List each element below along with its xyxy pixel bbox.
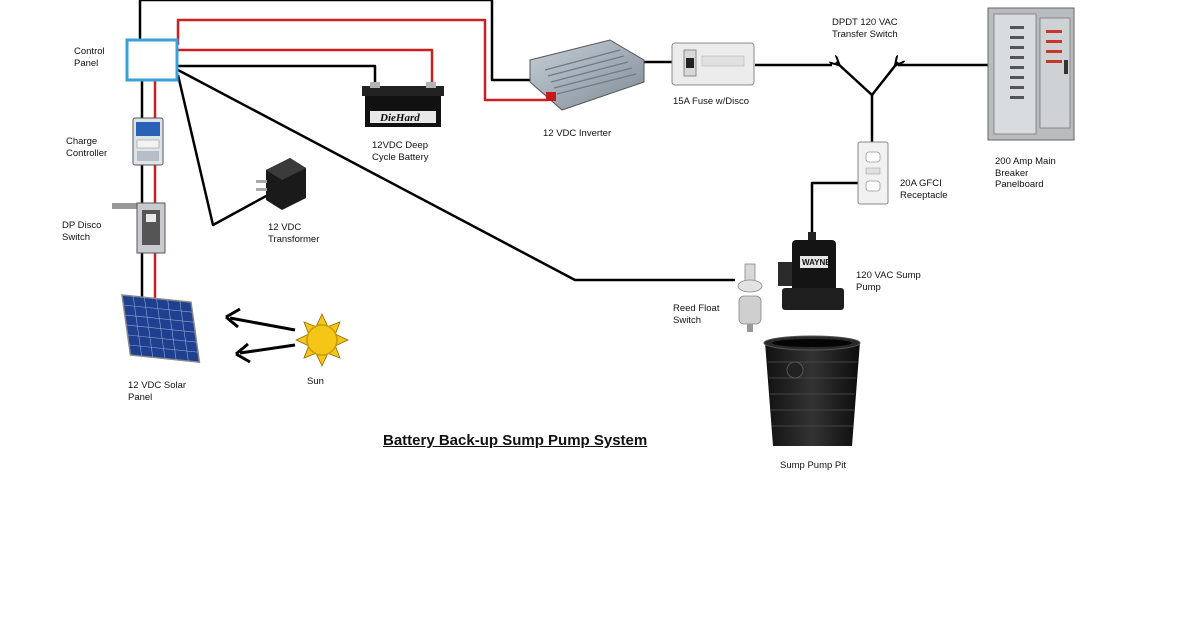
wire-gfci-pump bbox=[810, 181, 862, 235]
panelboard-graphic bbox=[987, 7, 1075, 141]
wire-red-inverter bbox=[176, 18, 548, 102]
float-switch-graphic bbox=[737, 263, 763, 332]
fuse-graphic bbox=[671, 42, 755, 86]
label-panelboard: 200 Amp Main Breaker Panelboard bbox=[995, 156, 1056, 190]
wire-ts-left bbox=[836, 62, 873, 96]
label-solar-panel: 12 VDC Solar Panel bbox=[128, 380, 187, 403]
gfci-graphic bbox=[857, 141, 889, 205]
label-transfer-switch: DPDT 120 VAC Transfer Switch bbox=[832, 17, 898, 40]
label-battery: 12VDC Deep Cycle Battery bbox=[372, 140, 429, 163]
pump-brand: WAYNE bbox=[802, 258, 831, 267]
wire-transformer bbox=[176, 74, 269, 227]
label-charge-controller: Charge Controller bbox=[66, 136, 108, 159]
label-sump-pump: 120 VAC Sump Pump bbox=[856, 270, 921, 293]
control-panel bbox=[125, 38, 179, 82]
wire-red-battery bbox=[178, 48, 434, 90]
label-gfci: 20A GFCI Receptacle bbox=[900, 178, 948, 201]
sump-pump-graphic: WAYNE bbox=[778, 232, 844, 310]
label-dp-disco-switch: DP Disco Switch bbox=[62, 220, 102, 243]
wire-ts-right bbox=[871, 62, 898, 96]
label-inverter: 12 VDC Inverter bbox=[543, 128, 612, 139]
inverter-graphic bbox=[529, 39, 645, 111]
label-float-switch: Reed Float Switch bbox=[673, 303, 720, 326]
transformer-graphic bbox=[256, 158, 306, 210]
sun-icon bbox=[295, 313, 349, 367]
wire-float bbox=[177, 68, 735, 282]
battery-brand: DieHard bbox=[379, 112, 420, 124]
pit-graphic bbox=[763, 335, 861, 446]
label-control-panel: Control Panel bbox=[74, 46, 105, 69]
diagram-title: Battery Back-up Sump Pump System bbox=[383, 432, 648, 449]
solar-panel-graphic bbox=[121, 294, 201, 363]
label-sun: Sun bbox=[307, 376, 324, 387]
charge-controller bbox=[132, 117, 164, 166]
sun-rays bbox=[225, 307, 296, 364]
wire-top-black bbox=[138, 0, 545, 82]
label-transformer: 12 VDC Transformer bbox=[268, 222, 320, 245]
label-pit: Sump Pump Pit bbox=[780, 460, 846, 471]
wires bbox=[138, 0, 988, 300]
dp-disco-switch bbox=[112, 202, 166, 254]
battery-graphic: DieHard bbox=[362, 82, 444, 127]
label-fuse: 15A Fuse w/Disco bbox=[673, 96, 750, 107]
